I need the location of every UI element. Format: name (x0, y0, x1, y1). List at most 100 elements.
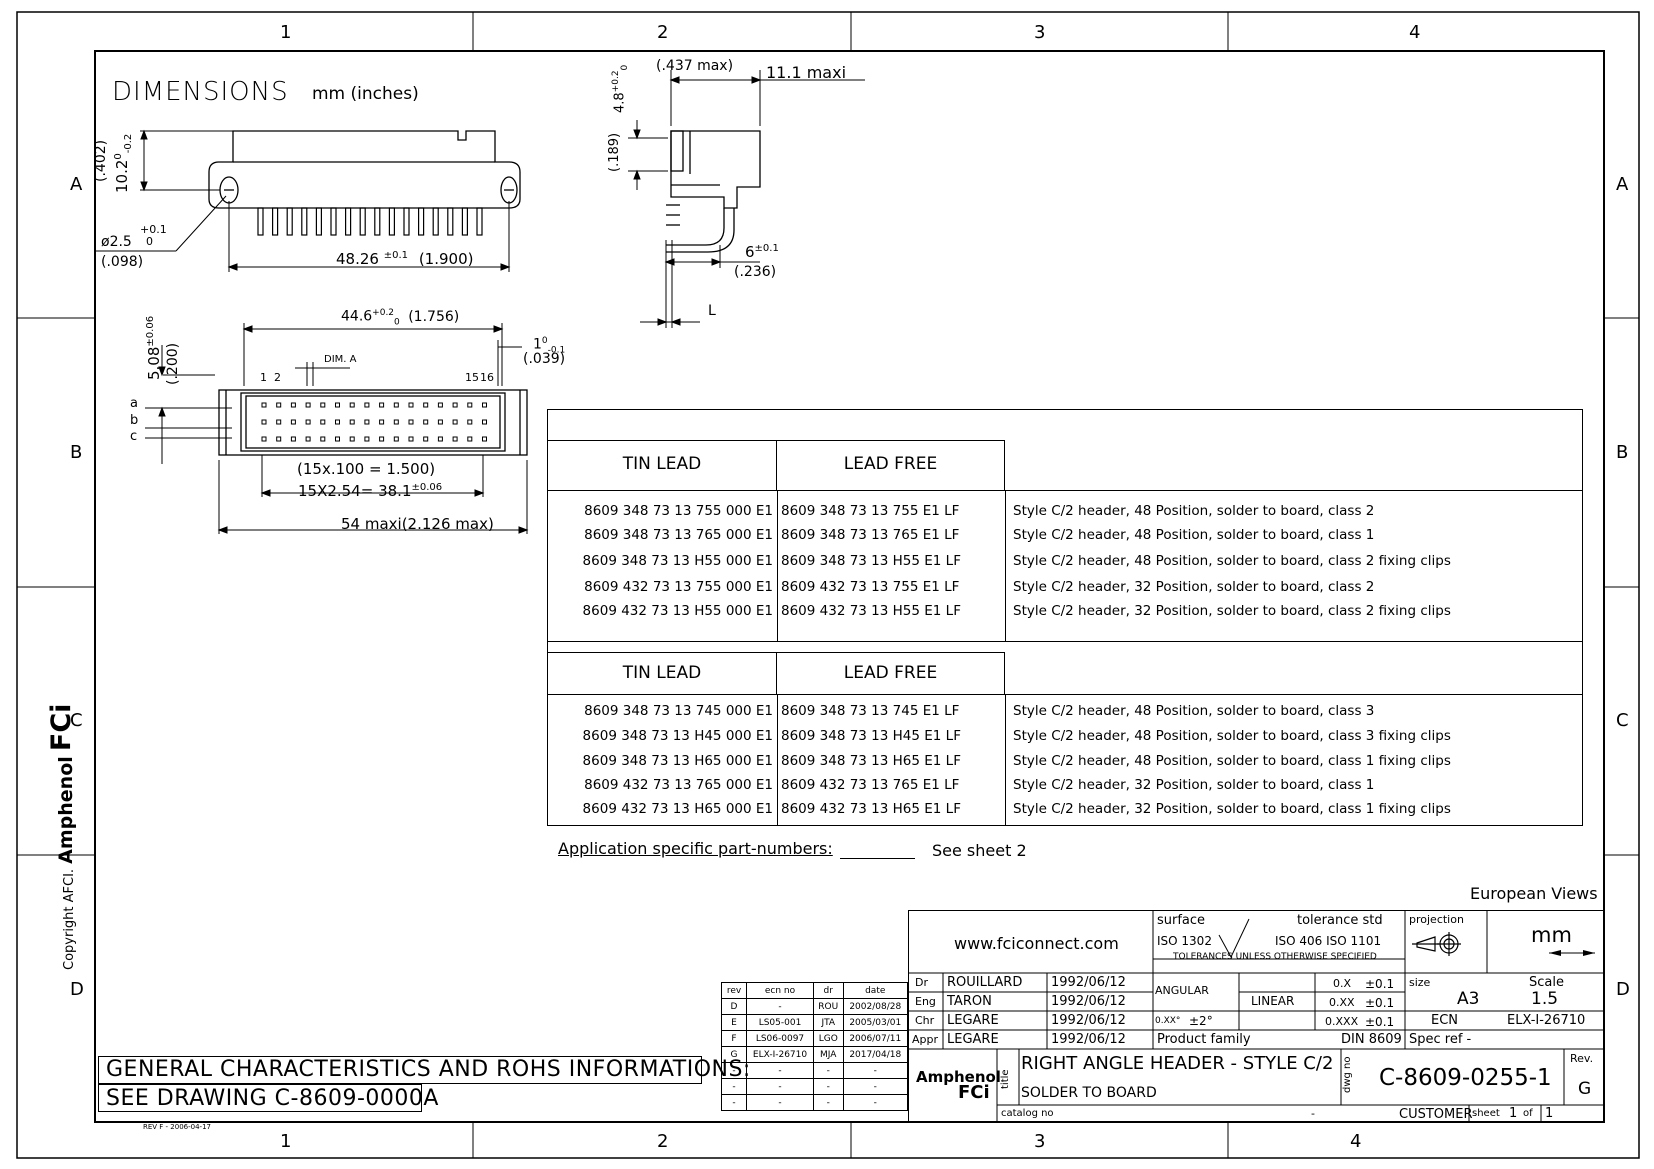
contact-cavity (452, 419, 458, 425)
front-view-pins (257, 207, 483, 236)
projection-symbol (1412, 932, 1461, 956)
linear-xx-tol: ±0.1 (1365, 996, 1395, 1010)
contact-cavity (320, 402, 326, 408)
group2-divider-2 (1005, 695, 1006, 825)
dim-48-26: 48.26 ±0.1 (1.900) (336, 251, 473, 267)
part-description: Style C/2 header, 32 Position, solder to… (1013, 603, 1451, 619)
col-label-top-2: 2 (657, 22, 669, 43)
table-row: ---- (721, 1094, 908, 1111)
connector-pin (359, 207, 366, 236)
dimensions-title: DIMENSIONS (112, 77, 289, 107)
connector-pin (345, 207, 352, 236)
tin-part-number: 8609 348 73 13 745 000 E1 (584, 703, 773, 719)
connector-pin (272, 207, 279, 236)
contact-cavity (290, 419, 296, 425)
contact-cavity (467, 419, 473, 425)
pin-label-16: 16 (480, 371, 494, 384)
projection-label: projection (1409, 913, 1464, 926)
european-views: European Views (1470, 884, 1598, 903)
col-label-bottom-2: 2 (657, 1131, 669, 1152)
name-chr: LEGARE (947, 1013, 999, 1028)
dim-6-value: 6 (745, 243, 755, 261)
surface-label: surface (1157, 913, 1206, 928)
contact-cavity (408, 419, 414, 425)
connector-pin (330, 207, 337, 236)
lead-free-part-number: 8609 432 73 13 H65 E1 LF (781, 801, 961, 817)
contact-cavity (437, 402, 443, 408)
rev-cell: G (721, 1046, 747, 1063)
lead-free-part-number: 8609 348 73 13 H65 E1 LF (781, 753, 961, 769)
connector-pin (461, 207, 468, 236)
row-label-right-d: D (1616, 979, 1630, 1000)
dim-hole-inches: (.098) (101, 254, 144, 270)
dwg-number: C-8609-0255-1 (1379, 1065, 1552, 1091)
tin-part-number: 8609 432 73 13 765 000 E1 (584, 777, 773, 793)
connector-pin (418, 207, 425, 236)
dim-54-value: 54 maxi (341, 515, 402, 533)
title-brand-sub: FCi (958, 1082, 990, 1103)
rev-col-header: rev (721, 982, 747, 999)
linear-x: 0.X (1333, 977, 1352, 990)
contact-cavity (305, 402, 311, 408)
dim-5-08-value: 5.08 (145, 346, 163, 380)
title-brand: Amphenol (916, 1068, 1001, 1086)
linear-x-tol: ±0.1 (1365, 977, 1395, 991)
group1-header: TIN LEAD LEAD FREE (548, 440, 1582, 491)
name-appr: LEGARE (947, 1032, 999, 1047)
date-cell: 2005/03/01 (842, 1014, 908, 1031)
dim-5-08-tol: ±0.06 (145, 315, 156, 347)
contact-cavity (290, 402, 296, 408)
angular-label: ANGULAR (1155, 984, 1209, 997)
group2-body: 8609 348 73 13 745 000 E1 8609 348 73 13 … (548, 695, 1582, 825)
drawing-subtitle: SOLDER TO BOARD (1021, 1085, 1157, 1101)
dim-pitch-inches: (15x.100 = 1.500) (297, 460, 436, 478)
rev-label: Rev. (1570, 1052, 1594, 1065)
date-cell: - (842, 1062, 908, 1079)
row-letter-b: b (130, 413, 139, 428)
table-row: ---- (721, 1078, 908, 1095)
general-line-1: GENERAL CHARACTERISTICS AND ROHS INFORMA… (106, 1057, 751, 1082)
date-appr: 1992/06/12 (1051, 1032, 1126, 1047)
connector-pin (374, 207, 381, 236)
contact-cavity (423, 436, 429, 442)
col-label-top-4: 4 (1409, 22, 1421, 43)
revision-header-row: rev ecn no dr date (721, 982, 908, 999)
sheet-total: 1 (1545, 1106, 1554, 1121)
role-eng: Eng (915, 995, 936, 1008)
angular-x: 0.XX° (1155, 1016, 1181, 1026)
tin-part-number: 8609 348 73 13 H65 000 E1 (582, 753, 773, 769)
dr-cell: - (813, 1094, 844, 1111)
row-label-right-b: B (1616, 442, 1629, 463)
row-label-right-c: C (1616, 710, 1629, 731)
size-label: size (1409, 976, 1431, 989)
dim-1: 10-0.1 (533, 337, 565, 355)
part-description: Style C/2 header, 48 Position, solder to… (1013, 703, 1375, 719)
tolerance-note: TOLERANCES UNLESS OTHERWISE SPECIFIED (1173, 952, 1377, 962)
contact-cavity (393, 402, 399, 408)
contact-cavity (437, 419, 443, 425)
connector-pin (301, 207, 308, 236)
dim-pitch-mm: 15X2.54= 38.1±0.06 (298, 483, 442, 499)
contact-cavity (290, 436, 296, 442)
group2-header: TIN LEAD LEAD FREE (548, 642, 1582, 695)
dim-5-08-inches: (.200) (165, 342, 181, 385)
dim-pitch-tol: ±0.06 (411, 482, 443, 493)
lead-free-part-number: 8609 348 73 13 H55 E1 LF (781, 553, 961, 569)
contact-cavity (349, 419, 355, 425)
contact-cavity (349, 402, 355, 408)
col-label-bottom-3: 3 (1034, 1131, 1046, 1152)
dr-cell: LGO (813, 1030, 844, 1047)
col-label-top-3: 3 (1034, 22, 1046, 43)
rev-footnote: REV F - 2006-04-17 (143, 1123, 211, 1131)
group2-col-tin: TIN LEAD (548, 652, 777, 694)
title-label: title (1000, 1069, 1011, 1089)
row-label-left-c: C (70, 710, 83, 731)
part-description: Style C/2 header, 32 Position, solder to… (1013, 801, 1451, 817)
surface-iso: ISO 1302 (1157, 934, 1212, 948)
contact-cavity (349, 436, 355, 442)
